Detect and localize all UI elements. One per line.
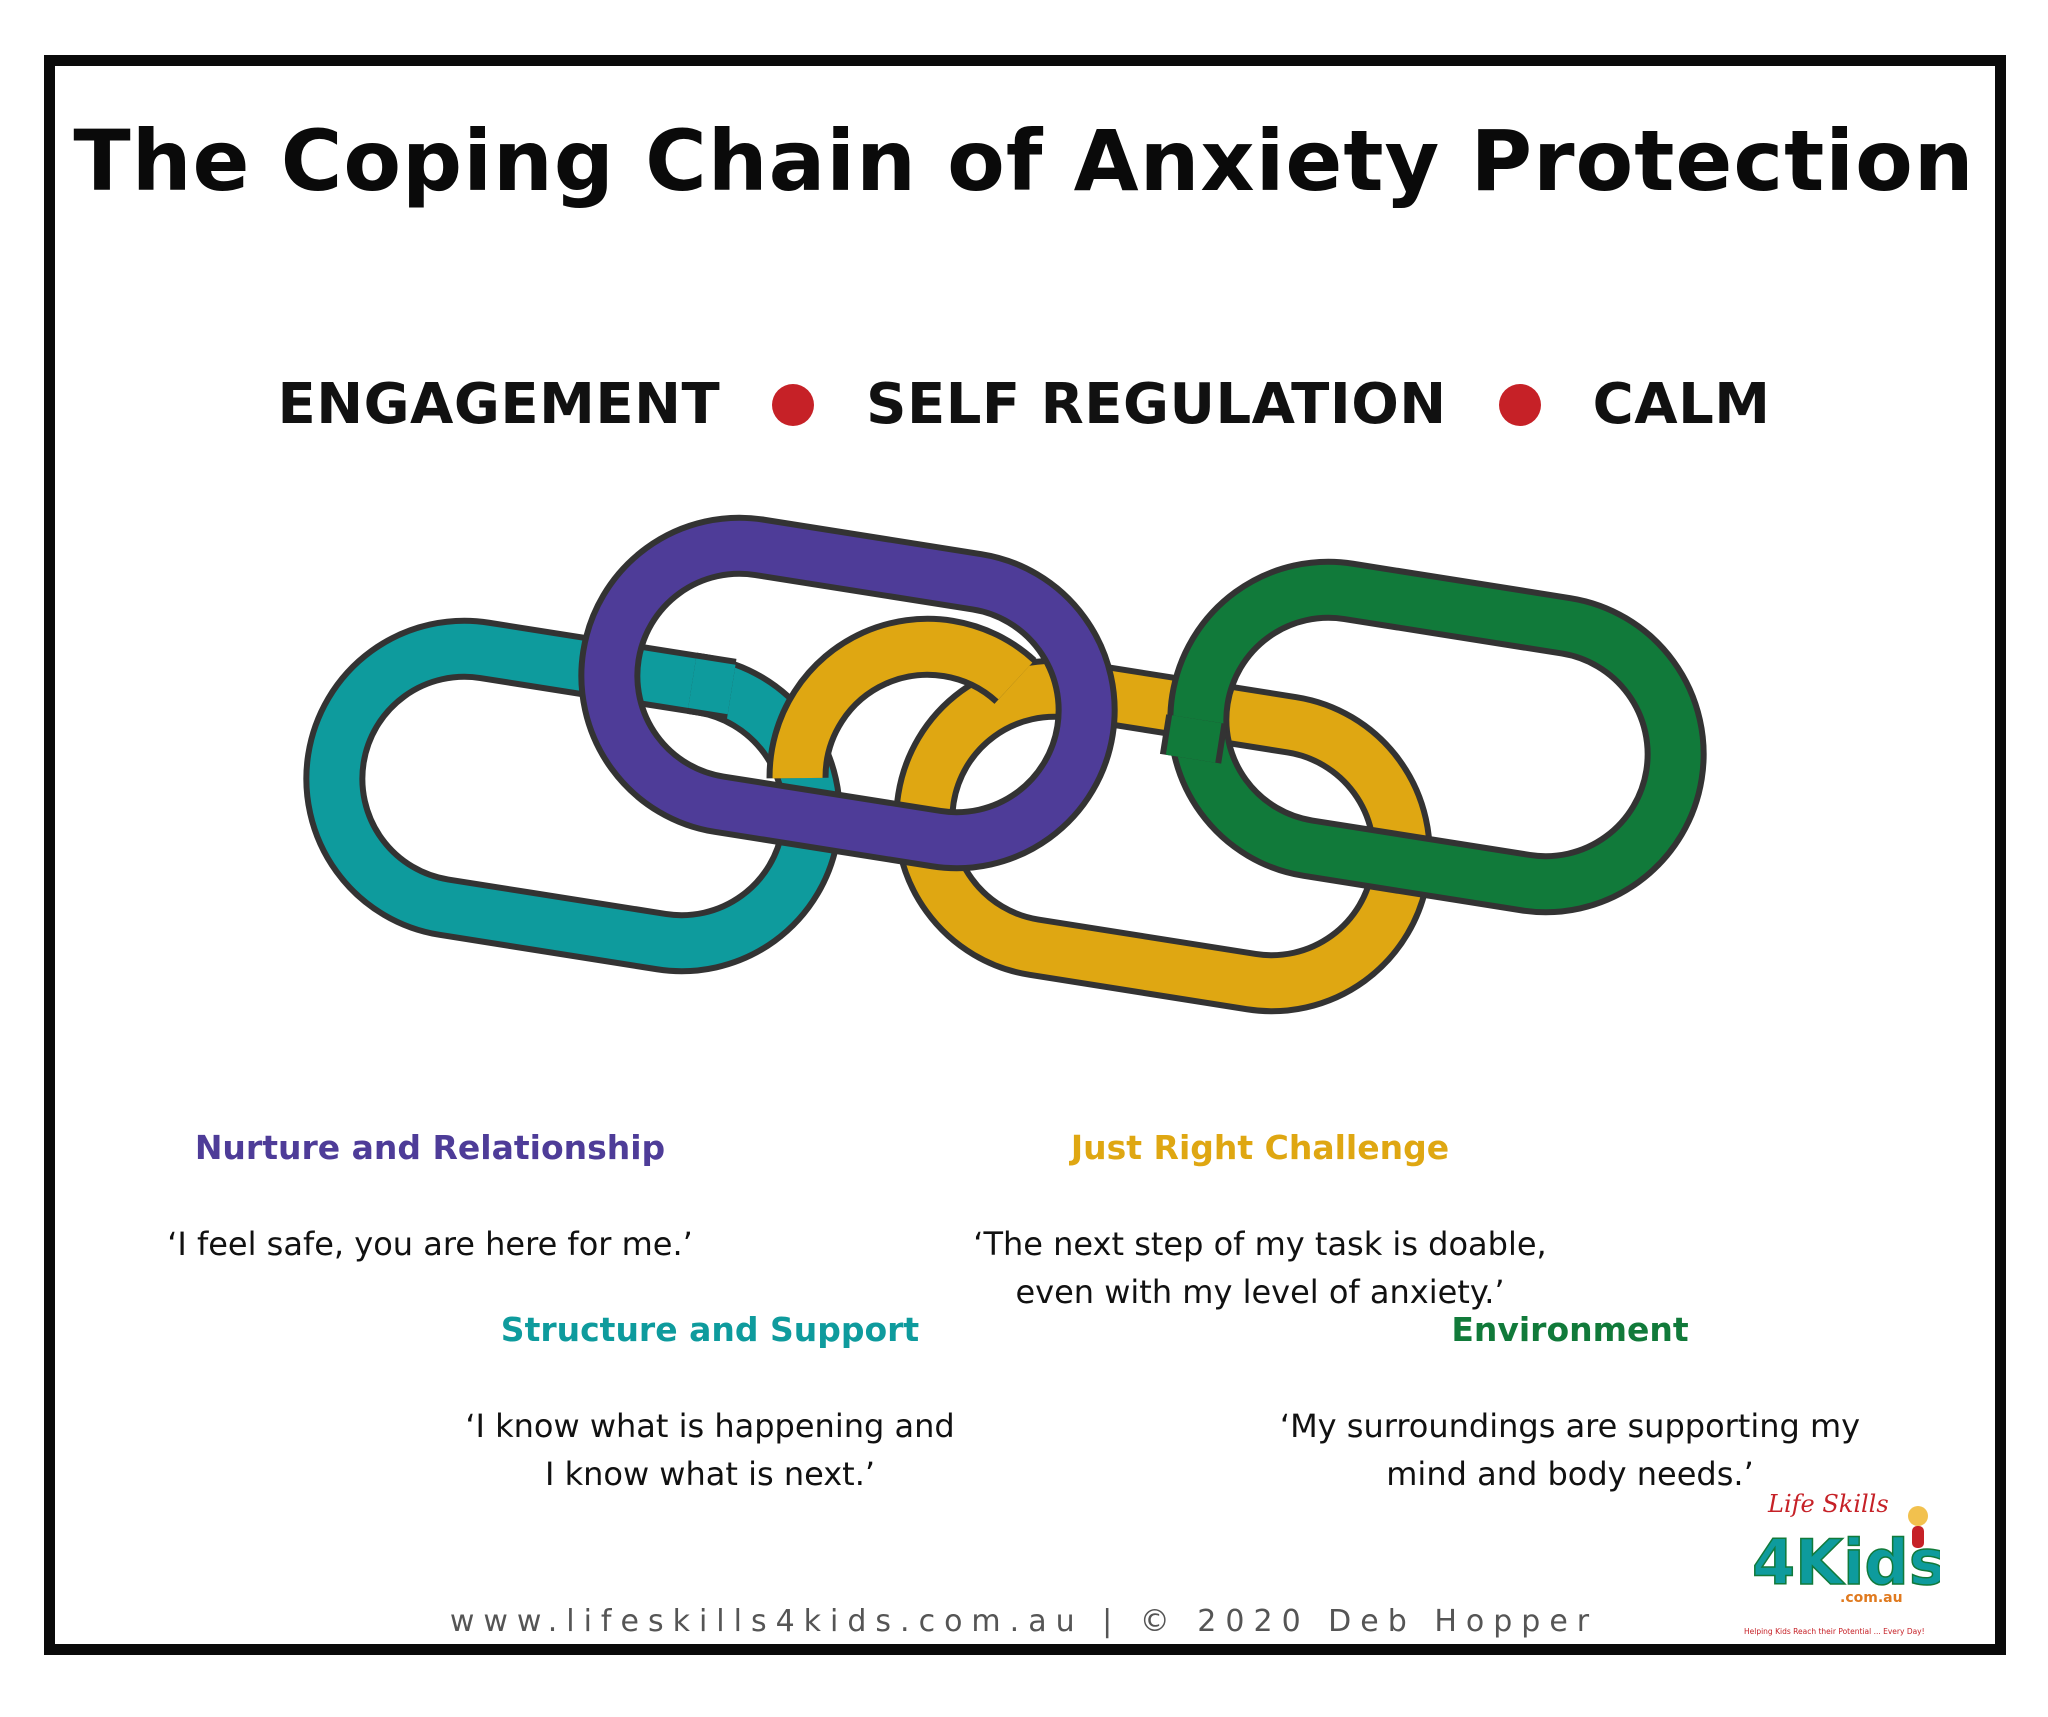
item-just-right-challenge: Just Right Challenge ‘The next step of m… [880,1076,1640,1316]
item-quote: ‘I feel safe, you are here for me.’ [167,1225,693,1263]
logo-tagline: Helping Kids Reach their Potential ... E… [1744,1627,1925,1636]
logo-line2: 4Kids [1752,1526,1940,1599]
green-overlap-segment [1159,714,1228,764]
item-quote: ‘The next step of my task is doable, eve… [973,1225,1547,1311]
logo-child-icon [1908,1506,1928,1526]
item-heading: Nurture and Relationship [194,1128,666,1167]
footer-credit: www.lifeskills4kids.com.au | © 2020 Deb … [449,1604,1599,1639]
item-nurture-relationship: Nurture and Relationship ‘I feel safe, y… [120,1076,740,1268]
pillar-self-regulation: SELF REGULATION [866,372,1447,437]
pillars-row: ENGAGEMENT SELF REGULATION CALM [0,372,2048,437]
logo-line1: Life Skills [1767,1490,1889,1518]
separator-dot [772,383,815,426]
lifeskills4kids-logo: Life Skills 4Kids .com.au Helping Kids R… [1744,1490,1940,1636]
item-quote: ‘My surroundings are supporting my mind … [1279,1407,1861,1493]
pillar-calm: CALM [1592,372,1771,437]
gold-overlap-segment [766,615,1037,779]
pillar-engagement: ENGAGEMENT [277,372,721,437]
item-heading: Environment [1451,1310,1689,1349]
separator-dot [1498,383,1541,426]
page-title: The Coping Chain of Anxiety Protection [73,112,1975,210]
purple-chain-link [578,514,1118,872]
item-environment: Environment ‘My surroundings are support… [1200,1258,1940,1498]
green-chain-link [1167,558,1707,916]
item-heading: Just Right Challenge [1070,1128,1450,1167]
poster-frame [44,55,2006,1655]
item-heading: Structure and Support [500,1310,920,1349]
item-structure-support: Structure and Support ‘I know what is ha… [380,1258,1040,1498]
logo-line3: .com.au [1840,1590,1903,1606]
teal-overlap-segment [687,652,737,721]
item-quote: ‘I know what is happening and I know wha… [465,1407,955,1493]
